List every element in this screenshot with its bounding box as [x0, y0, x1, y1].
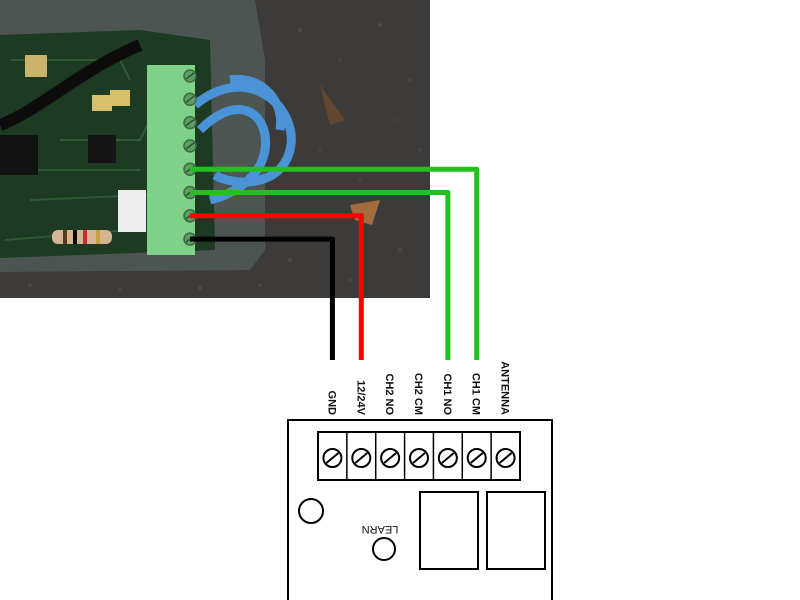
receiver-terminals — [322, 432, 516, 480]
screw-slot — [354, 452, 368, 464]
wires — [190, 166, 480, 360]
receiver-module: GND 12/24V CH2 NO CH2 CM CH1 NO CH1 CM ANTENNA… — [287, 361, 553, 600]
screw-slot — [470, 452, 484, 464]
black-cable — [0, 39, 143, 131]
terminal-label: GND — [325, 391, 337, 416]
terminal-label: ANTENNA — [499, 361, 511, 415]
wire-ch1-cm — [190, 166, 480, 360]
leaf-debris — [320, 85, 345, 125]
learn-label: LEARN — [362, 523, 399, 535]
relay-2 — [486, 491, 546, 570]
screw-slot — [185, 72, 195, 80]
screw-slot — [383, 452, 397, 464]
terminal-label: CH1 NO — [441, 373, 453, 415]
wire-12-24v — [190, 213, 364, 360]
asphalt-texture — [28, 23, 422, 292]
receiver-terminal-labels: GND 12/24V CH2 NO CH2 CM CH1 NO CH1 CM ANTENNA — [325, 361, 510, 415]
capacitor — [110, 90, 130, 106]
screw-slot — [325, 452, 340, 464]
capacitor — [92, 95, 112, 111]
screw-slot — [185, 118, 195, 127]
terminal-label: CH1 CM — [470, 373, 482, 415]
relay-1 — [419, 491, 479, 570]
status-led — [298, 498, 324, 524]
screw-slot — [185, 142, 195, 150]
pcb-photo — [0, 0, 430, 298]
learn-button[interactable] — [372, 537, 396, 561]
leaf-debris — [350, 200, 380, 225]
screw-slot — [185, 95, 195, 103]
terminal-label: CH2 NO — [383, 373, 395, 415]
screw-slot — [412, 452, 426, 464]
ic-chip — [0, 135, 38, 175]
crystal — [25, 55, 47, 77]
screw-slot — [441, 452, 455, 464]
resistor — [52, 230, 112, 244]
screw-slot — [498, 452, 513, 464]
jumper-connector — [118, 190, 146, 232]
wire-ch1-no — [190, 190, 451, 360]
terminal-label: 12/24V — [354, 380, 366, 416]
ic-chip — [88, 135, 116, 163]
wire-gnd — [190, 236, 335, 360]
terminal-label: CH2 CM — [412, 373, 424, 415]
